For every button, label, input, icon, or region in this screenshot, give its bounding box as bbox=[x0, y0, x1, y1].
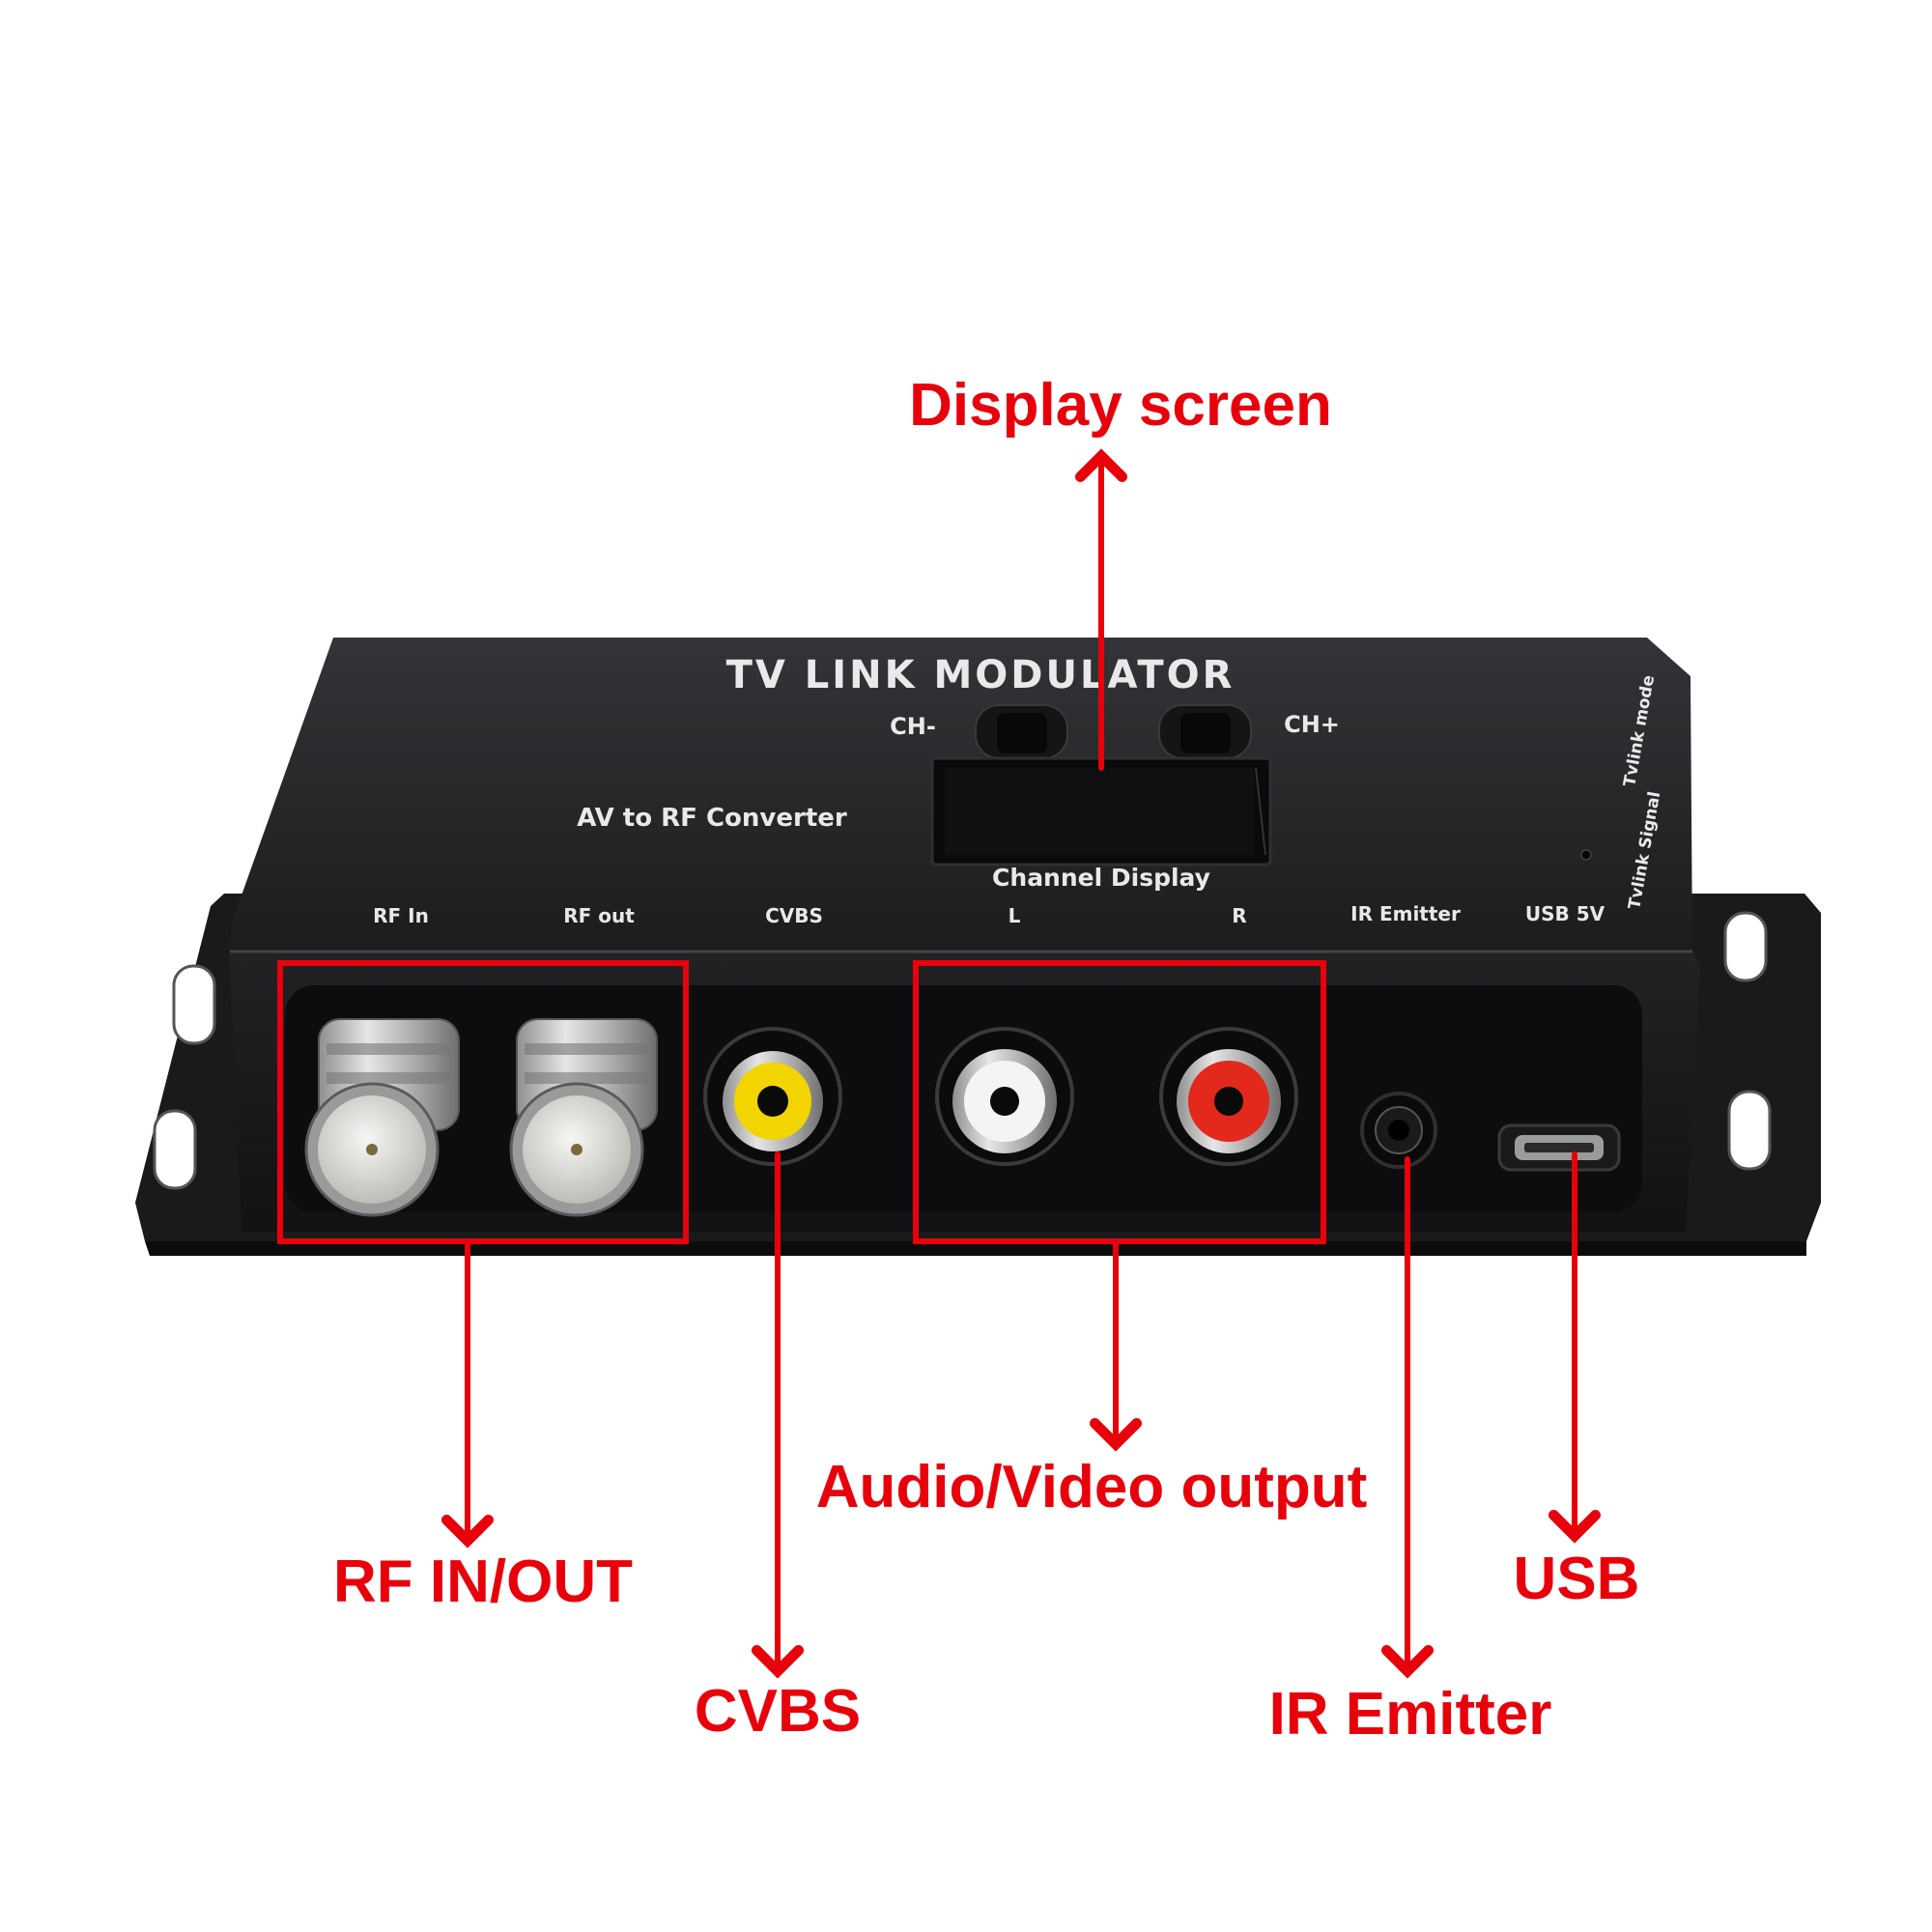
callout-rf-in-out: RF IN/OUT bbox=[333, 1548, 633, 1615]
av-group-highlight bbox=[913, 960, 1326, 1244]
mount-slot-left-bottom bbox=[153, 1109, 197, 1190]
mount-slot-right-bottom bbox=[1727, 1090, 1772, 1171]
callout-cvbs: CVBS bbox=[695, 1678, 861, 1745]
mount-slot-right-top bbox=[1723, 911, 1768, 982]
annotation-arrows bbox=[441, 448, 1601, 1679]
rf-group-highlight bbox=[277, 960, 689, 1244]
rf-out-connector[interactable] bbox=[509, 1018, 658, 1217]
audio-right-rca-jack[interactable] bbox=[1159, 1027, 1298, 1166]
device-title: TV LINK MODULATOR bbox=[726, 653, 1236, 697]
rf-in-connector[interactable] bbox=[304, 1018, 460, 1217]
port-label-cvbs: CVBS bbox=[765, 904, 823, 927]
ch-minus-label: CH- bbox=[890, 713, 936, 740]
ch-plus-button[interactable] bbox=[1158, 704, 1252, 759]
audio-left-rca-jack[interactable] bbox=[935, 1027, 1074, 1166]
port-label-left: L bbox=[1009, 904, 1021, 927]
cvbs-rca-jack[interactable] bbox=[703, 1027, 842, 1166]
channel-display-screen bbox=[930, 756, 1272, 867]
port-label-rf-in: RF In bbox=[373, 904, 429, 927]
callout-usb: USB bbox=[1514, 1546, 1640, 1612]
callout-audio-video-output: Audio/Video output bbox=[816, 1454, 1368, 1520]
ch-plus-label: CH+ bbox=[1284, 711, 1340, 738]
usb-port[interactable] bbox=[1497, 1123, 1621, 1172]
port-label-rf-out: RF out bbox=[563, 904, 635, 927]
mount-slot-left-top bbox=[172, 964, 216, 1045]
callout-ir-emitter: IR Emitter bbox=[1269, 1681, 1552, 1747]
port-label-usb: USB 5V bbox=[1525, 902, 1605, 925]
device-subtitle: AV to RF Converter bbox=[577, 804, 847, 833]
port-label-right: R bbox=[1232, 904, 1246, 927]
ch-minus-button[interactable] bbox=[975, 704, 1068, 759]
port-label-ir: IR Emitter bbox=[1350, 902, 1461, 925]
channel-display-label: Channel Display bbox=[992, 864, 1210, 892]
status-led bbox=[1580, 849, 1592, 861]
ir-emitter-jack[interactable] bbox=[1360, 1092, 1437, 1169]
callout-display-screen: Display screen bbox=[909, 372, 1332, 439]
